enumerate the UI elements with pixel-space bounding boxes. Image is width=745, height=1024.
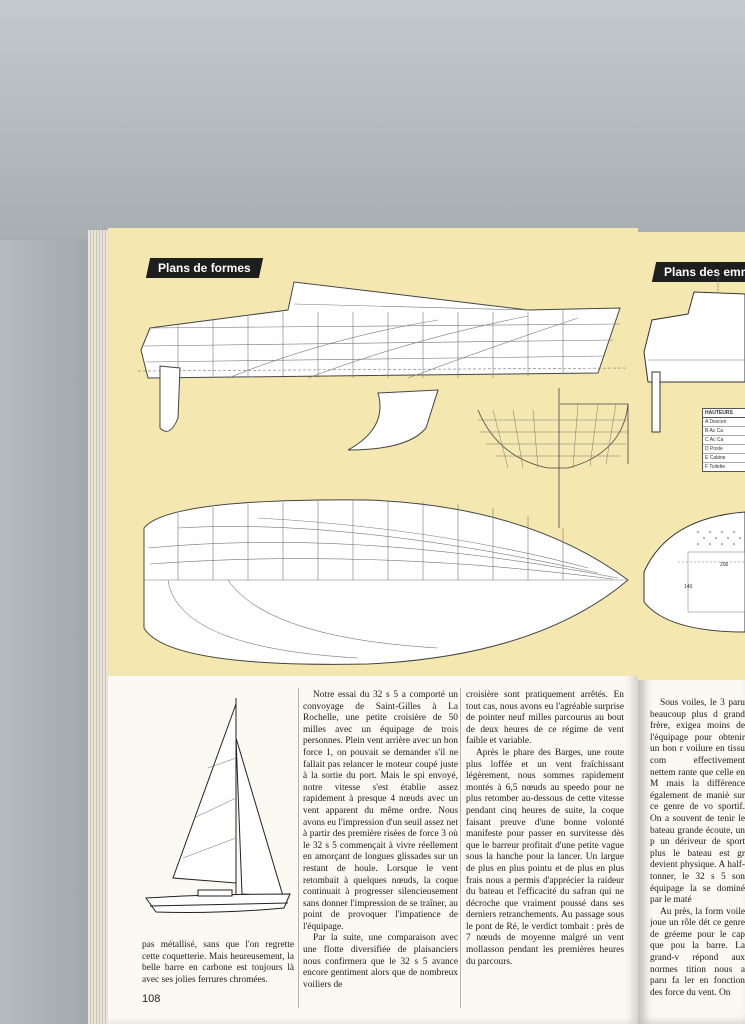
table-row: E Cabine (703, 454, 745, 463)
sailboat-sketch (145, 698, 291, 913)
text-column-3: croisière sont pratiquement arrêtés. En … (466, 690, 624, 967)
background-left (0, 240, 92, 1024)
right-page: Plans des emm HAUTEURS A Descen B Ac Ca … (638, 232, 745, 1024)
left-page: Plans de formes (108, 228, 638, 1024)
table-row: D Poste (703, 445, 745, 454)
page-number: 108 (142, 993, 161, 1005)
column-rule (298, 688, 299, 1008)
text-column-1: pas métallisé, sans que l'on regrette ce… (142, 940, 294, 985)
background-top (0, 0, 745, 240)
text-column-2: Notre essai du 32 s 5 a comporté un conv… (303, 690, 458, 990)
interior-plan-drawing (643, 272, 745, 633)
table-row: F Toilette (705, 464, 726, 470)
heights-table: HAUTEURS A Descen B Ac Ca C Ac Ca D Post… (702, 408, 745, 472)
hull-lines-drawing (137, 281, 629, 665)
page-stack-edge (88, 230, 110, 1024)
table-row: B Ac Ca (703, 427, 745, 436)
dimension-label: 206 (720, 562, 729, 568)
table-row: A Descen (703, 418, 745, 427)
text-column-right: Sous voiles, le 3 paru beaucoup plus d g… (650, 698, 745, 998)
dimension-label: 140 (684, 584, 693, 590)
table-header: HAUTEURS (703, 409, 745, 418)
table-row: C Ac Ca (703, 436, 745, 445)
column-rule (460, 688, 461, 1008)
